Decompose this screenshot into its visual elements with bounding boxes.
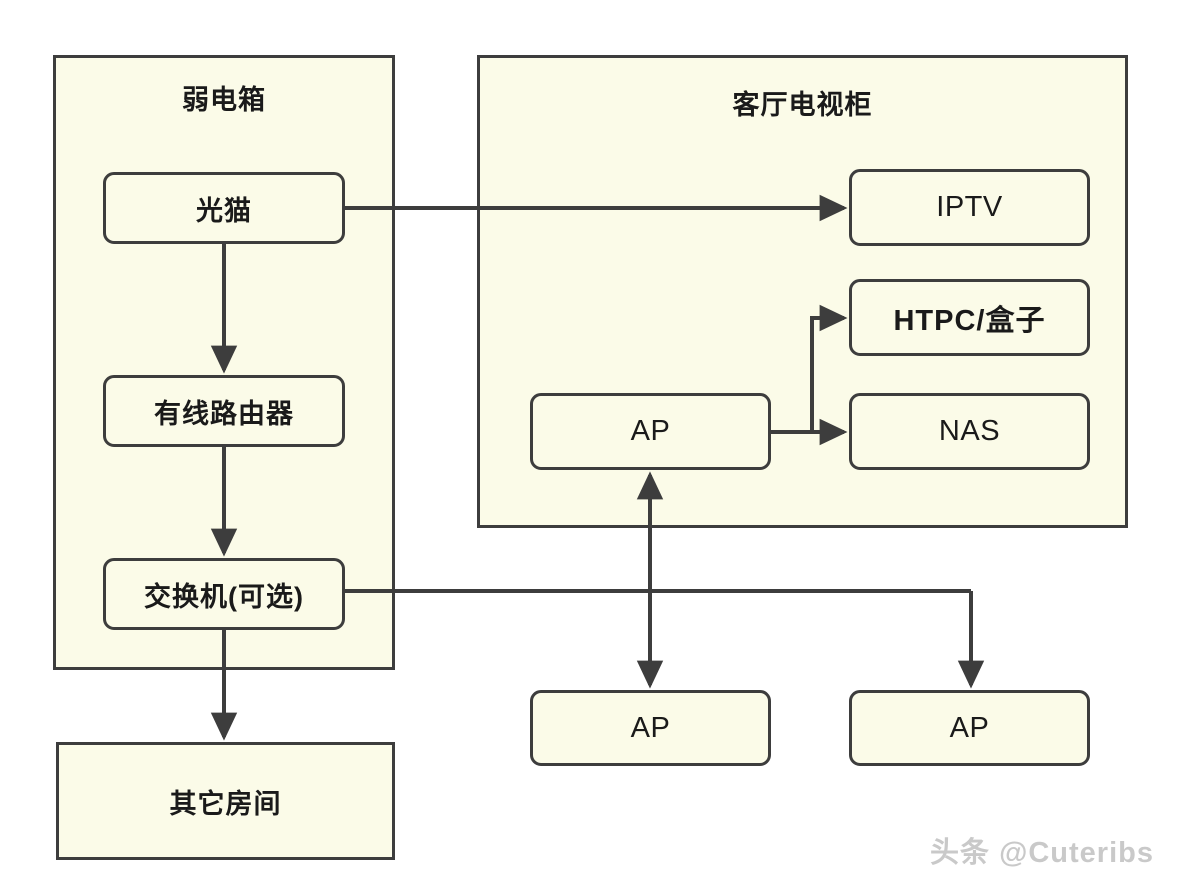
node-switch[interactable]: 交换机(可选) bbox=[103, 558, 345, 630]
node-other-rooms[interactable]: 其它房间 bbox=[56, 742, 395, 860]
node-iptv[interactable]: IPTV bbox=[849, 169, 1090, 246]
node-htpc-box[interactable]: HTPC/盒子 bbox=[849, 279, 1090, 356]
container-title-living-room-tv-cabinet: 客厅电视柜 bbox=[732, 90, 873, 120]
node-ap-room-left[interactable]: AP bbox=[530, 690, 771, 766]
node-wired-router[interactable]: 有线路由器 bbox=[103, 375, 345, 447]
node-optical-modem[interactable]: 光猫 bbox=[103, 172, 345, 244]
node-ap-room-right[interactable]: AP bbox=[849, 690, 1090, 766]
node-ap-cabinet[interactable]: AP bbox=[530, 393, 771, 470]
node-nas[interactable]: NAS bbox=[849, 393, 1090, 470]
container-title-weak-current-box: 弱电箱 bbox=[182, 85, 266, 115]
watermark: 头条 @Cuteribs bbox=[930, 837, 1154, 869]
